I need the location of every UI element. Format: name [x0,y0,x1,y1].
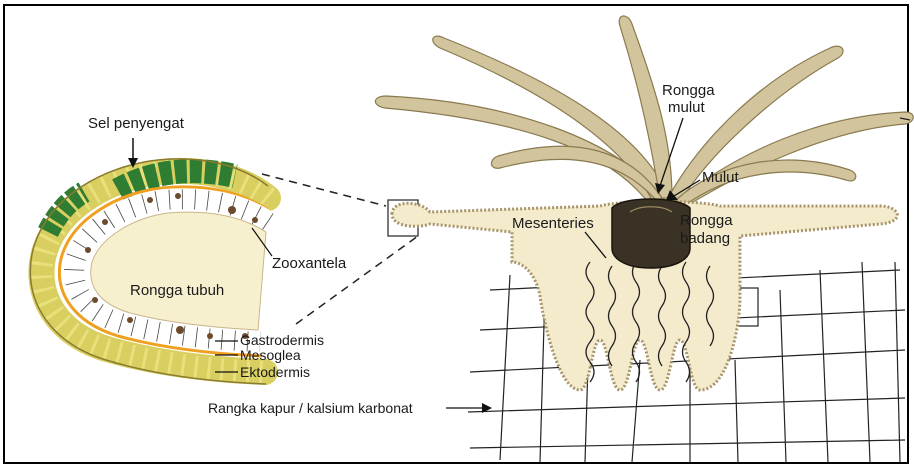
label-mesenteries: Mesenteries [512,215,594,232]
zoom-line-bottom [296,236,418,324]
label-zooxantela: Zooxantela [272,255,347,272]
label-mulut: Mulut [702,169,740,186]
label-rongga-tubuh: Rongga tubuh [130,282,224,299]
label-mesoglea: Mesoglea [240,347,301,363]
label-gastrodermis: Gastrodermis [240,332,324,348]
body-wall-section [30,159,268,384]
label-rangka: Rangka kapur / kalsium karbonat [208,400,413,416]
label-rongga-mulut-1: Rongga [662,82,715,99]
label-rongga-badang-2: badang [680,230,730,247]
pharynx [612,199,690,268]
label-rongga-mulut-2: mulut [668,99,706,116]
label-sel-penyengat: Sel penyengat [88,115,185,132]
label-ektodermis: Ektodermis [240,364,310,380]
label-rongga-badang-1: Rongga [680,212,733,229]
tentacles [375,16,913,210]
